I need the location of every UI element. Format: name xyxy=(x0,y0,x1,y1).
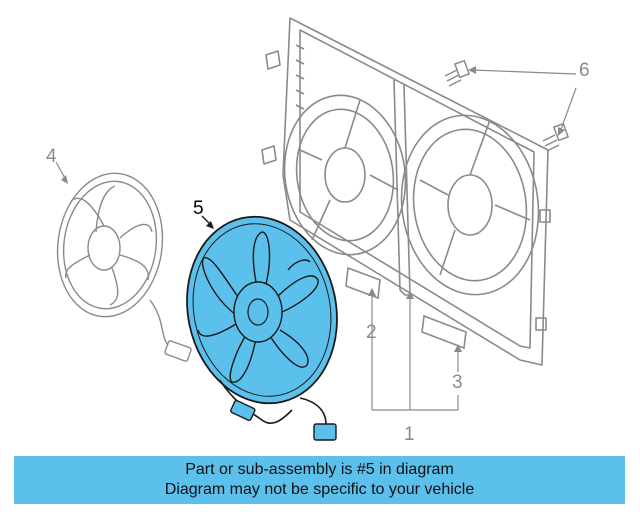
callout-5: 5 xyxy=(193,198,204,219)
part-5-arrowhead xyxy=(206,221,214,229)
callout-1: 1 xyxy=(404,424,415,445)
callout-2: 2 xyxy=(366,322,377,343)
fan-shroud-frame xyxy=(261,17,551,366)
highlighted-fan-part xyxy=(186,215,338,441)
banner-line-1: Part or sub-assembly is #5 in diagram xyxy=(185,461,454,478)
leader-arrowheads xyxy=(61,66,565,352)
part-info-banner: Part or sub-assembly is #5 in diagram Di… xyxy=(14,456,625,504)
callout-4: 4 xyxy=(46,146,57,167)
fan-assembly-outline xyxy=(56,172,192,362)
callout-6: 6 xyxy=(579,60,590,81)
bolts xyxy=(444,59,570,152)
callout-3: 3 xyxy=(452,372,463,393)
mounting-brackets xyxy=(345,266,467,350)
banner-line-2: Diagram may not be specific to your vehi… xyxy=(164,481,475,498)
